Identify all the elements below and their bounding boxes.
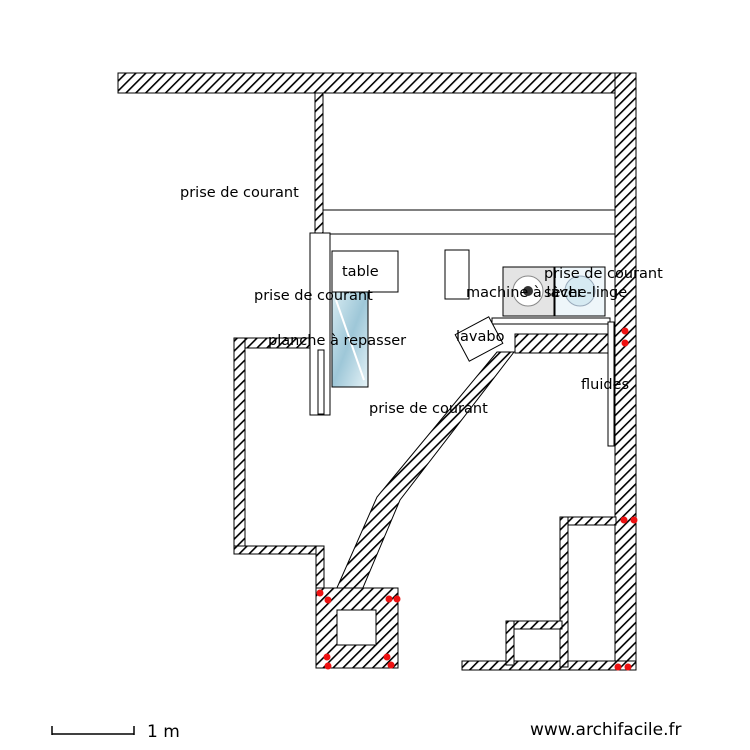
marker (614, 663, 622, 671)
scale-label: 1 m (147, 722, 180, 742)
fluides-shaft (607, 321, 615, 447)
label-prise-de-courant: prise de courant (544, 266, 663, 282)
label-fluides: fluides (581, 377, 629, 393)
label-machine-a-laver: machine à laver (466, 285, 583, 301)
label-planche-a-repasser: planche à repasser (268, 333, 406, 349)
marker (316, 589, 324, 597)
wall-lavabo-ledge (514, 333, 616, 354)
small-cabinet[interactable] (444, 249, 470, 300)
marker (620, 516, 628, 524)
marker (324, 662, 332, 670)
labels: prise de courant prise de courant prise … (180, 185, 663, 417)
marker (393, 595, 401, 603)
wall-right (614, 72, 637, 671)
label-seche-linge: sèche-linge (544, 285, 627, 301)
wall-left-bottom (233, 545, 325, 555)
shelf-column-inner (317, 349, 325, 415)
marker (624, 663, 632, 671)
marker (323, 653, 331, 661)
fixtures (309, 209, 616, 447)
label-prise-de-courant: prise de courant (180, 185, 299, 201)
marker (387, 661, 395, 669)
shelf-column (309, 232, 331, 416)
wall-right-box-left (559, 516, 569, 668)
machine-drum-inner (523, 286, 533, 296)
pillar (315, 587, 399, 669)
markers (316, 327, 638, 671)
label-lavabo: lavabo (456, 329, 505, 345)
seche-drum (564, 275, 596, 307)
marker (630, 516, 638, 524)
planche-fold-line (335, 299, 365, 381)
wall-left (233, 337, 246, 555)
label-table: table (342, 264, 379, 280)
marker (621, 339, 629, 347)
label-prise-de-courant: prise de courant (369, 401, 488, 417)
wall-diagonal (335, 351, 516, 591)
wall-top (117, 72, 637, 94)
marker (621, 327, 629, 335)
marker (385, 595, 393, 603)
marker (324, 596, 332, 604)
wall-step-left (505, 620, 515, 666)
wall-left-jog (315, 545, 325, 591)
label-prise-de-courant: prise de courant (254, 288, 373, 304)
marker (383, 653, 391, 661)
watermark: www.archifacile.fr (530, 720, 681, 740)
wall-interior-vertical (314, 92, 324, 234)
walls (117, 72, 637, 671)
counter-top (322, 209, 616, 235)
scale-bar: 1 m (51, 722, 180, 742)
wall-bottom (461, 660, 637, 671)
lavabo-shape[interactable] (454, 316, 504, 362)
fixture-rail (491, 317, 611, 325)
